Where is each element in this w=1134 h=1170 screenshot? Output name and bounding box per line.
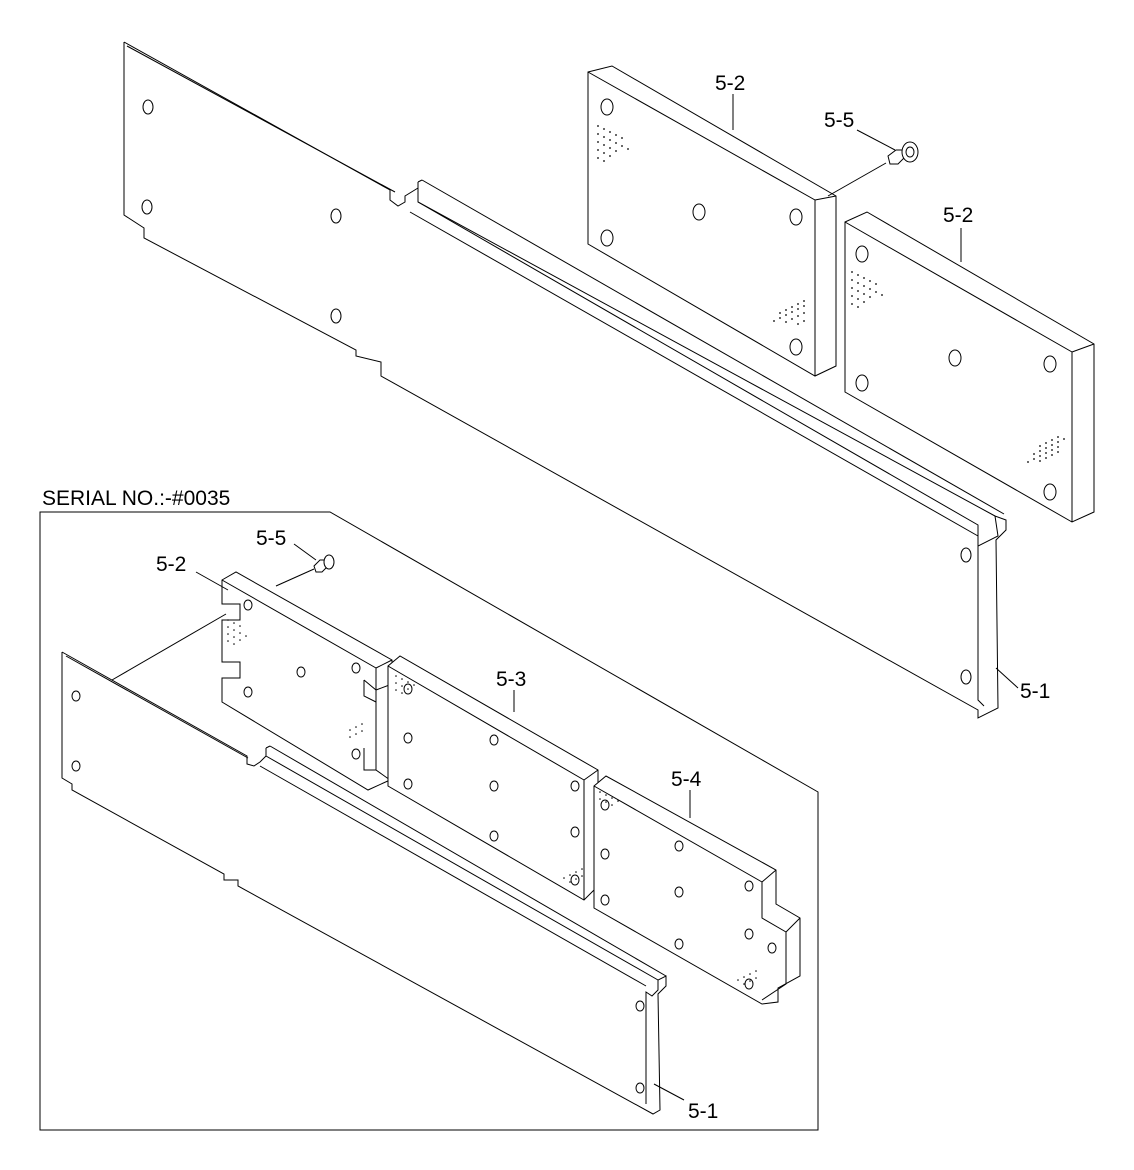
callout-5-1-inset: 5-1 xyxy=(688,1100,718,1123)
leader-line xyxy=(293,543,317,561)
leader-line xyxy=(653,1083,685,1101)
callout-5-5-inset: 5-5 xyxy=(256,527,286,550)
serial-note: SERIAL NO.:-#0035 xyxy=(42,487,230,510)
leader-line xyxy=(195,571,229,591)
serial-inset-frame xyxy=(39,511,819,1131)
callout-5-2-inset: 5-2 xyxy=(156,553,186,576)
dot-pattern-icon xyxy=(599,791,757,985)
inset-board-5-4 xyxy=(593,775,801,1005)
dot-pattern-icon xyxy=(851,271,1065,463)
callout-5-4-inset: 5-4 xyxy=(671,768,702,791)
callout-5-3-inset: 5-3 xyxy=(496,668,526,691)
inset-board-5-3 xyxy=(387,655,599,901)
top-board-5-2-left xyxy=(587,65,837,377)
leader-line xyxy=(856,129,896,151)
callout-5-1-top: 5-1 xyxy=(1020,680,1050,703)
inset-screw-5-5 xyxy=(275,554,335,587)
leader-line xyxy=(111,613,227,681)
dot-pattern-icon xyxy=(227,619,363,738)
callout-5-5-top: 5-5 xyxy=(824,109,854,132)
callout-5-2-top-left: 5-2 xyxy=(715,72,745,95)
top-panel-5-1 xyxy=(123,41,1007,719)
top-board-5-2-right xyxy=(844,211,1095,523)
dot-pattern-icon xyxy=(597,125,805,325)
callout-5-2-top-right: 5-2 xyxy=(943,204,973,227)
inset-panel-5-1 xyxy=(61,651,667,1115)
dot-pattern-icon xyxy=(395,675,583,883)
top-screw-5-5 xyxy=(827,141,919,197)
leader-line xyxy=(995,667,1019,689)
